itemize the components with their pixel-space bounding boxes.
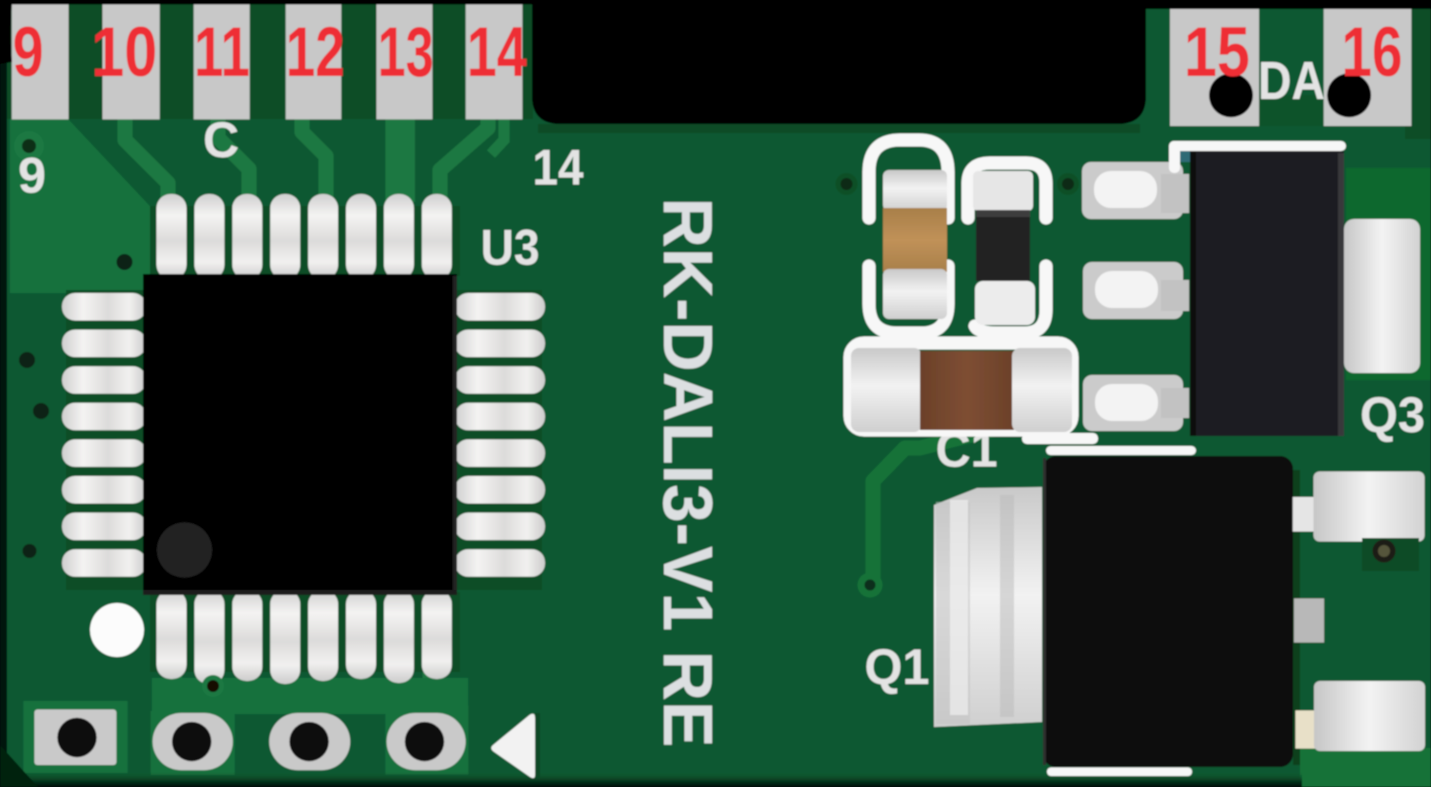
svg-text:12: 12	[286, 12, 345, 91]
svg-text:9: 9	[18, 148, 46, 204]
svg-text:DA: DA	[1258, 51, 1325, 111]
svg-text:9: 9	[13, 12, 44, 91]
svg-text:14: 14	[467, 12, 527, 91]
svg-text:14: 14	[533, 140, 584, 196]
svg-text:C: C	[203, 112, 239, 168]
svg-text:RK-DALI3-V1 RE: RK-DALI3-V1 RE	[649, 198, 727, 748]
svg-text:Q1: Q1	[865, 639, 930, 695]
svg-text:13: 13	[378, 12, 434, 91]
svg-text:15: 15	[1184, 12, 1250, 91]
svg-text:Q3: Q3	[1360, 387, 1425, 443]
svg-text:16: 16	[1342, 12, 1403, 91]
svg-text:11: 11	[194, 12, 250, 91]
svg-text:10: 10	[91, 12, 157, 91]
svg-text:U3: U3	[481, 220, 540, 276]
